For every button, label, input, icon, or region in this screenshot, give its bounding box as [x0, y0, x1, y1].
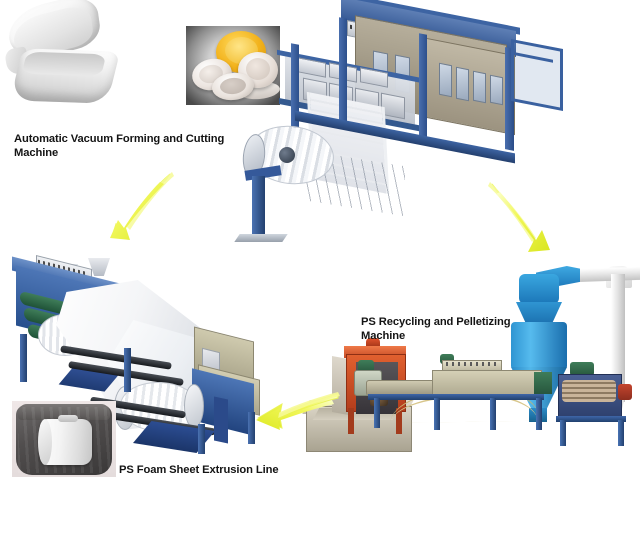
- label-ps-foam-sheet-extrusion-line: PS Foam Sheet Extrusion Line: [119, 464, 279, 476]
- extrusion-leg-3: [198, 424, 205, 454]
- machine-unwind-foot: [234, 234, 288, 242]
- white-plate-right-well: [246, 58, 270, 80]
- label-ps-recycling-and-pelletizing-machine: PS Recycling and Pelletizing Machine: [361, 316, 511, 342]
- vacuum-forming-machine-image: [234, 0, 638, 243]
- pellet-cutter-motor: [570, 362, 594, 376]
- arrow-to-recycling-icon: [488, 182, 550, 252]
- machine-column-1: [339, 17, 347, 127]
- pelletizer-motor-cap-2: [440, 354, 454, 364]
- extrusion-leg-4: [248, 412, 255, 444]
- pelletizer-leg-1: [374, 398, 380, 428]
- pelletizer-leg-2: [434, 398, 440, 430]
- machine-column-2: [419, 33, 427, 139]
- pelletizer-leg-3: [490, 398, 496, 430]
- extrusion-leg-1: [20, 334, 27, 382]
- pelletizer-leg-4: [536, 398, 542, 430]
- label-automatic-vacuum-forming-and-cutting-machine: Automatic Vacuum Forming and Cutting Mac…: [14, 133, 225, 159]
- pelletizer-die-head: [534, 372, 552, 394]
- pelletizer-motor-cap-1: [358, 360, 374, 372]
- machine-window-4: [456, 66, 469, 102]
- foam-roll-bag-top: [18, 404, 110, 420]
- foam-clamshell-container-image: [0, 0, 121, 112]
- crusher-leg-left: [348, 408, 354, 434]
- extrusion-leg-2: [124, 348, 131, 392]
- pellet-cutter-control: [618, 384, 632, 400]
- arrow-recycling-to-extrusion-icon: [256, 392, 340, 430]
- machine-exit-cage: [511, 38, 563, 112]
- extrusion-winder-post: [214, 396, 228, 444]
- pelletizer-heater-bands: [446, 362, 496, 366]
- pellet-cutter-drum: [562, 380, 616, 402]
- winder-roll-end-right: [184, 384, 204, 428]
- pellet-cutter-frame: [556, 416, 626, 422]
- machine-window-6: [490, 74, 503, 106]
- machine-unwind-stand: [252, 176, 265, 236]
- cyclone-top: [519, 274, 559, 304]
- machine-window-3: [439, 62, 452, 98]
- foam-roll-photo: [12, 401, 116, 477]
- pellet-cutter-leg-1: [560, 420, 566, 446]
- pellet-cutter-leg-2: [618, 420, 624, 446]
- machine-roll-hub: [279, 147, 295, 163]
- extrusion-main-hopper: [88, 258, 110, 276]
- ps-foam-sheet-extrusion-line-image: [2, 255, 342, 478]
- recycling-pipe-vertical: [611, 274, 625, 402]
- foam-roll-end: [38, 419, 52, 465]
- arrow-to-extrusion-icon: [110, 172, 174, 240]
- clamshell-cavity: [21, 51, 107, 77]
- cyclone-barrel: [511, 322, 567, 370]
- foam-roll-core-label: [58, 415, 78, 422]
- foam-plates-photo: [186, 26, 280, 105]
- crusher-handwheel: [366, 338, 380, 348]
- pelletizer-base-frame: [368, 394, 544, 400]
- ps-recycling-pelletizing-machine-image: [302, 262, 640, 462]
- machine-window-5: [473, 70, 486, 104]
